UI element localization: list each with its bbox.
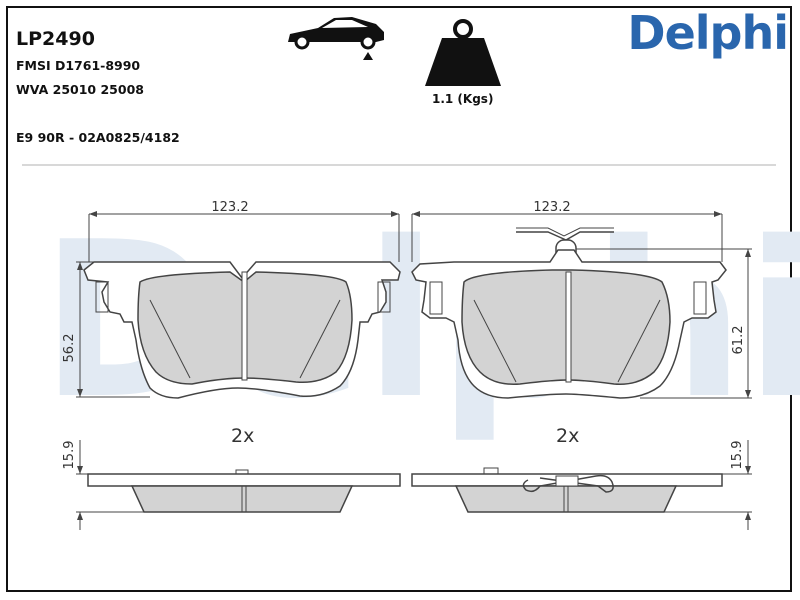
right-pad-side-view <box>411 467 723 513</box>
left-thickness-dimension: 15.9 <box>62 440 144 530</box>
weight-icon <box>425 19 501 86</box>
left-width-dimension: 123.2 <box>88 200 400 262</box>
left-width-label: 123.2 <box>211 200 248 215</box>
right-quantity: 2x <box>556 425 579 447</box>
part-number: LP2490 <box>16 28 95 50</box>
weight-value: 1.1 (Kgs) <box>432 92 494 106</box>
right-width-dimension: 123.2 <box>411 200 723 262</box>
car-rear-axle-icon <box>288 17 384 60</box>
left-height-dimension: 56.2 <box>62 261 150 398</box>
left-pad-side-view <box>87 469 401 513</box>
right-thickness-label: 15.9 <box>730 441 745 470</box>
left-thickness-label: 15.9 <box>62 441 77 470</box>
right-height-label: 61.2 <box>731 326 746 355</box>
certification-code: E9 90R - 02A0825/4182 <box>16 130 180 145</box>
fmsi-code: FMSI D1761-8990 <box>16 58 141 73</box>
left-pad-front-view <box>83 261 401 399</box>
drawing-frame <box>6 6 792 592</box>
brand-logo: Delphi <box>627 6 789 60</box>
right-height-dimension: 61.2 <box>576 248 752 399</box>
wva-code: WVA 25010 25008 <box>16 82 144 97</box>
right-pad-front-view <box>411 227 727 399</box>
left-quantity: 2x <box>231 425 254 447</box>
right-width-label: 123.2 <box>533 200 570 215</box>
left-height-label: 56.2 <box>62 334 77 363</box>
right-thickness-dimension: 15.9 <box>664 440 752 530</box>
